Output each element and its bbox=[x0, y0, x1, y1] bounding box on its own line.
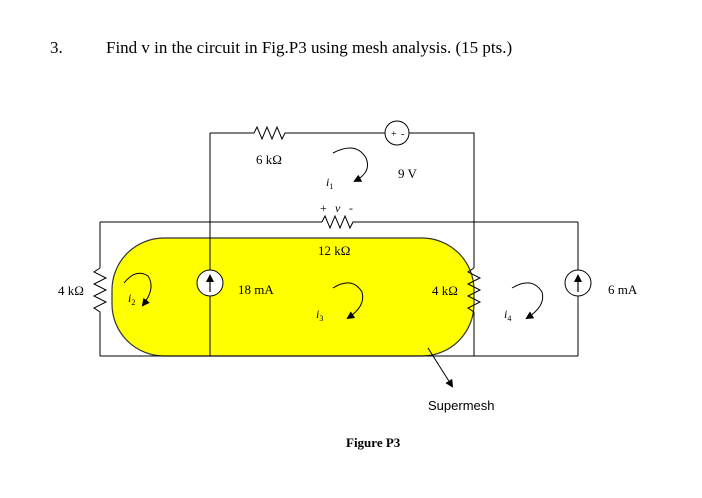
resistor-12k bbox=[321, 214, 356, 230]
mesh-arrow-i4 bbox=[511, 282, 544, 320]
resistor-4k-right bbox=[466, 267, 482, 314]
mesh-arrow-i1 bbox=[332, 147, 369, 182]
mesh-label-i2: i2 bbox=[128, 291, 135, 307]
problem-number: 3. bbox=[50, 38, 63, 57]
voltage-source-label: 9 V bbox=[398, 166, 418, 181]
supermesh-region bbox=[111, 237, 475, 357]
mesh-label-i4: i4 bbox=[504, 307, 511, 323]
circuit-wires bbox=[99, 132, 579, 357]
mesh-label-i3: i3 bbox=[316, 307, 323, 323]
resistor-6k-label: 6 kΩ bbox=[256, 152, 282, 167]
mesh-arrow-i2 bbox=[123, 272, 152, 307]
v-plus-sign: + bbox=[320, 201, 327, 215]
mesh-label-i1: i1 bbox=[326, 175, 333, 191]
resistor-6k bbox=[253, 125, 288, 141]
v-label: v bbox=[335, 201, 341, 215]
voltage-source-plus: + bbox=[391, 129, 397, 140]
resistor-4k-left bbox=[92, 267, 108, 314]
supermesh-pointer-arrow bbox=[427, 347, 454, 388]
current-source-18ma-label: 18 mA bbox=[238, 282, 274, 297]
resistor-4k-right-label: 4 kΩ bbox=[432, 283, 458, 298]
mesh-arrow-i3 bbox=[332, 282, 364, 320]
v-minus-sign: - bbox=[349, 201, 353, 215]
problem-statement: Find v in the circuit in Fig.P3 using me… bbox=[106, 38, 513, 57]
supermesh-label: Supermesh bbox=[428, 398, 494, 413]
current-source-6ma-label: 6 mA bbox=[608, 282, 638, 297]
figure-caption: Figure P3 bbox=[346, 435, 401, 450]
voltage-source-minus: - bbox=[401, 129, 404, 140]
voltage-source-9v bbox=[384, 120, 410, 146]
resistor-4k-left-label: 4 kΩ bbox=[58, 283, 84, 298]
resistor-12k-label: 12 kΩ bbox=[318, 243, 350, 258]
